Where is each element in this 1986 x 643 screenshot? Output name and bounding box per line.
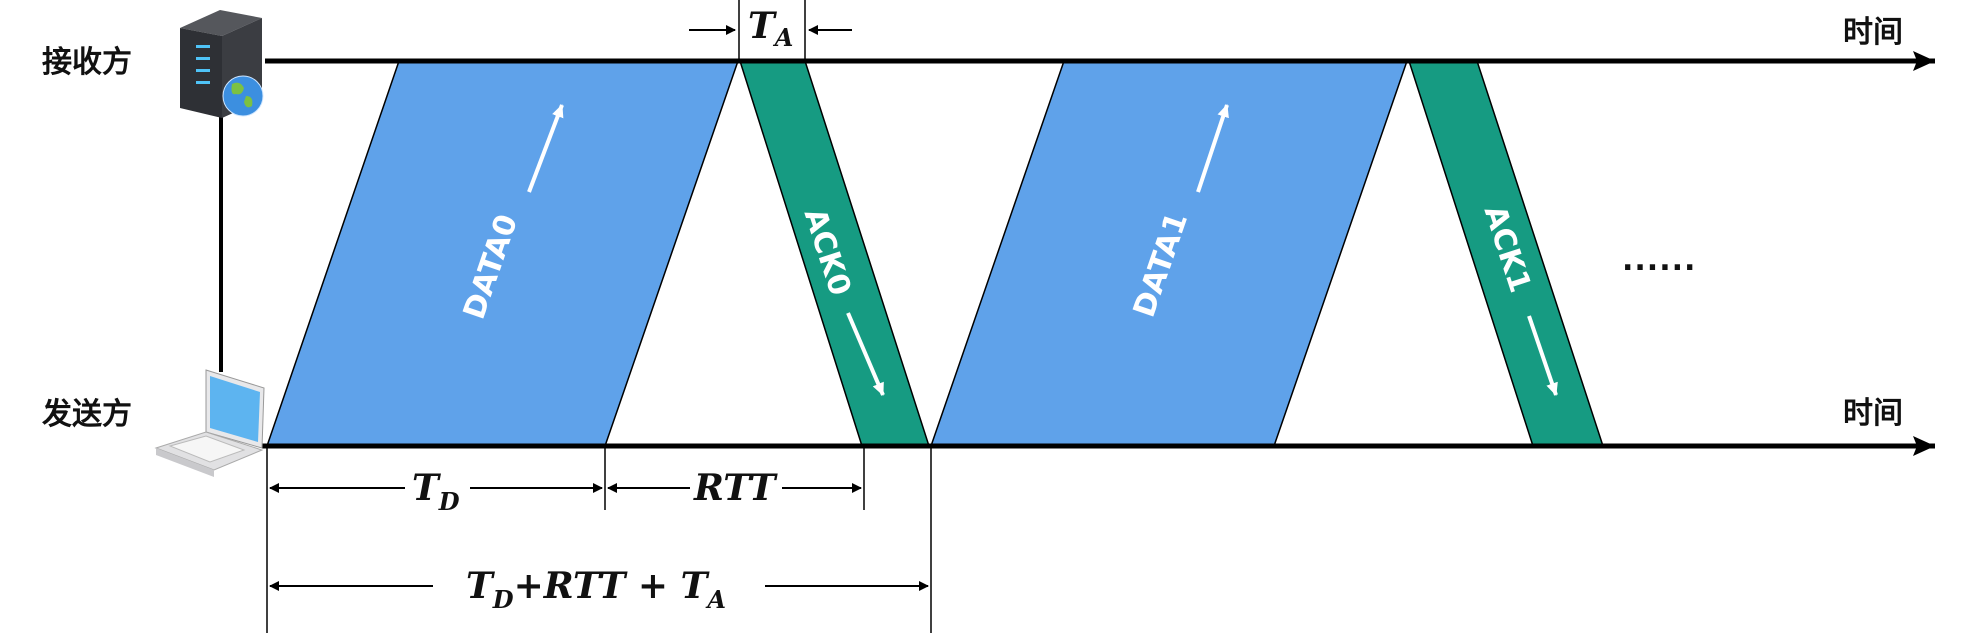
rtt-label: RTT — [693, 467, 778, 509]
td-label: TD — [412, 467, 460, 516]
laptop-icon — [154, 369, 265, 477]
total-label: TD+RTT + TA — [466, 565, 726, 614]
ack1-arrow — [1527, 315, 1558, 396]
time-label-top: 时间 — [1843, 15, 1903, 50]
sender-label: 发送方 — [41, 397, 132, 432]
globe-icon — [222, 75, 264, 117]
ack0-arrow — [846, 312, 885, 396]
receiver-label: 接收方 — [42, 45, 132, 80]
time-label-bottom: 时间 — [1843, 396, 1903, 431]
data0-arrow — [527, 104, 564, 193]
ta-label: TA — [748, 5, 793, 52]
ellipsis: ...... — [1622, 243, 1696, 278]
data1-arrow — [1196, 104, 1229, 193]
